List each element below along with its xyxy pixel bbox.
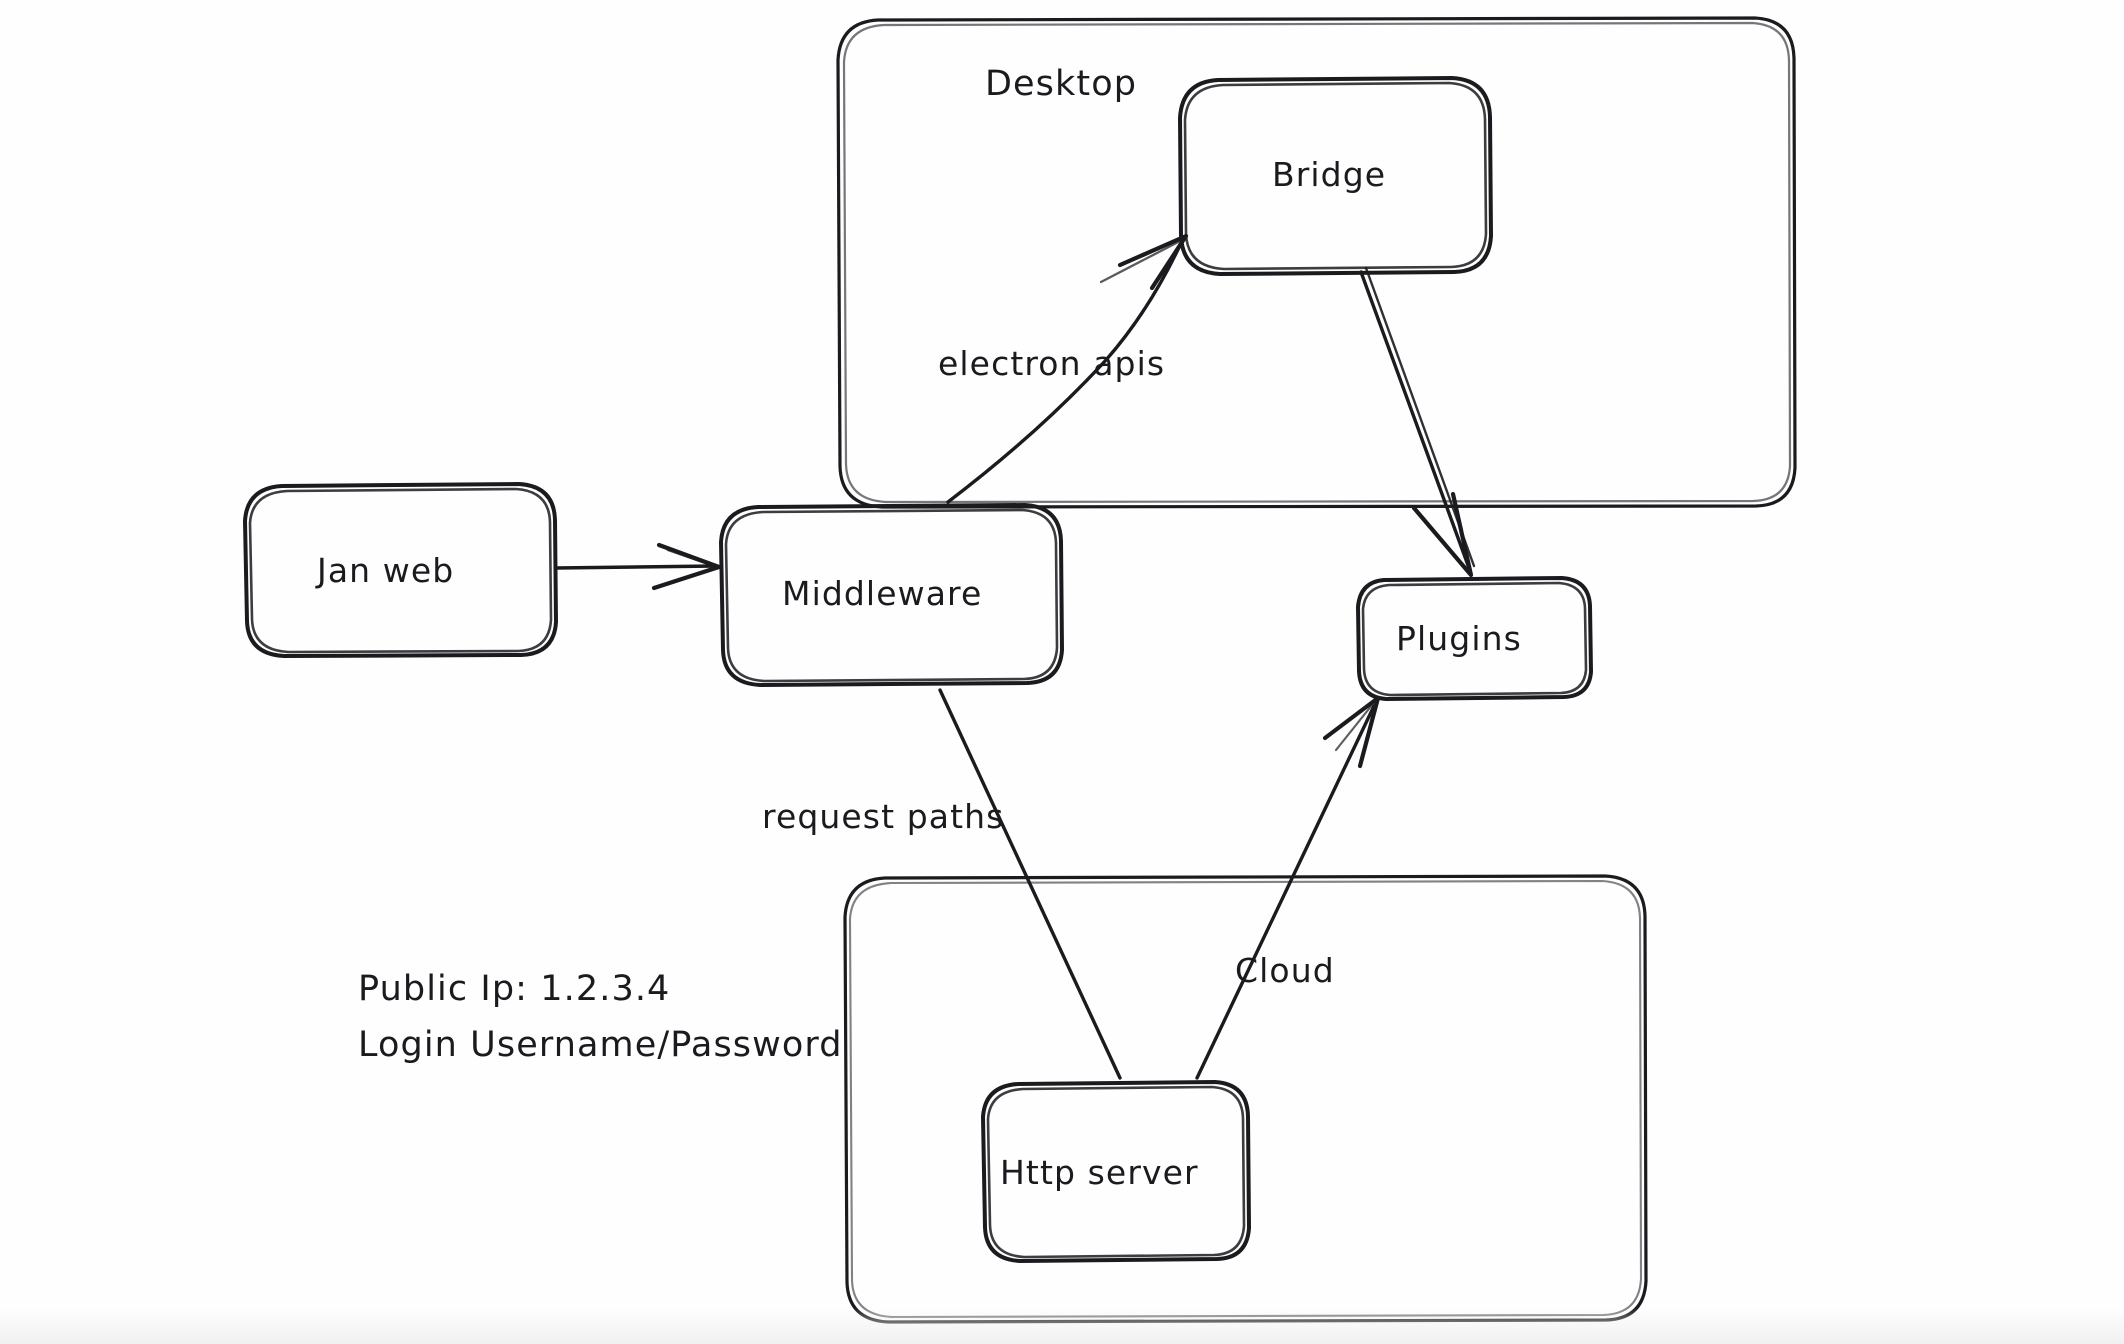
node-label-middleware: Middleware bbox=[782, 574, 982, 613]
node-middleware-outline-second-pass bbox=[724, 508, 1059, 683]
note-line-public-ip: Public Ip: 1.2.3.4 bbox=[358, 969, 670, 1009]
container-desktop[interactable]: Desktop bbox=[836, 16, 1797, 509]
edge-label-request-paths: request paths bbox=[762, 797, 1004, 836]
node-jan-web-outline bbox=[243, 482, 558, 658]
edge-line-middleware-http-server bbox=[938, 688, 1122, 1080]
node-middleware-outline bbox=[719, 503, 1064, 687]
arrowhead-into-plugins-top bbox=[1411, 491, 1474, 578]
note-public-ip: Public Ip: 1.2.3.4 Login Username/Passwo… bbox=[358, 969, 843, 1065]
edge-bridge-to-plugins[interactable] bbox=[1359, 266, 1476, 578]
arrowhead-into-middleware-second-pass bbox=[666, 548, 719, 569]
node-label-http-server: Http server bbox=[1000, 1153, 1199, 1192]
desktop-container-outline-second-pass bbox=[842, 21, 1792, 504]
node-plugins-outline bbox=[1356, 576, 1593, 701]
node-http-server-outline-second-pass bbox=[986, 1085, 1246, 1259]
node-http-server-outline bbox=[981, 1080, 1251, 1263]
edge-line-middleware-bridge bbox=[946, 239, 1184, 504]
edge-label-cloud: Cloud bbox=[1235, 951, 1335, 990]
node-label-plugins: Plugins bbox=[1396, 619, 1522, 658]
container-label-desktop: Desktop bbox=[985, 64, 1137, 104]
node-http-server[interactable]: Http server bbox=[981, 1080, 1251, 1263]
node-bridge[interactable]: Bridge bbox=[1178, 76, 1493, 276]
node-bridge-outline-second-pass bbox=[1183, 81, 1488, 271]
node-plugins-outline-second-pass bbox=[1361, 581, 1588, 697]
edge-line-bridge-plugins bbox=[1359, 270, 1471, 570]
arrowhead-into-middleware bbox=[651, 542, 722, 591]
arrowhead-into-plugins-bottom-second-pass bbox=[1334, 698, 1378, 752]
edge-http-server-to-plugins[interactable] bbox=[1195, 695, 1381, 1080]
edge-jan-web-to-middleware[interactable] bbox=[554, 542, 722, 591]
edge-label-electron-apis: electron apis bbox=[938, 344, 1165, 383]
edge-line-jan-web-middleware bbox=[554, 564, 718, 570]
node-plugins[interactable]: Plugins bbox=[1356, 576, 1593, 701]
arrowhead-into-bridge-second-pass bbox=[1099, 237, 1186, 284]
edge-middleware-to-http-server[interactable] bbox=[938, 688, 1122, 1080]
node-jan-web[interactable]: Jan web bbox=[243, 482, 558, 658]
note-line-login-credentials: Login Username/Password bbox=[358, 1025, 843, 1065]
node-label-bridge: Bridge bbox=[1272, 155, 1386, 194]
node-jan-web-outline-second-pass bbox=[248, 487, 553, 654]
edge-line-http-server-plugins bbox=[1195, 704, 1376, 1080]
node-bridge-outline bbox=[1178, 76, 1493, 276]
edge-label-group: request paths Cloud bbox=[762, 797, 1335, 990]
node-middleware[interactable]: Middleware bbox=[719, 503, 1064, 687]
node-label-jan-web: Jan web bbox=[315, 551, 454, 590]
desktop-container-outline bbox=[836, 16, 1797, 509]
edge-middleware-to-bridge[interactable]: electron apis bbox=[938, 233, 1189, 504]
